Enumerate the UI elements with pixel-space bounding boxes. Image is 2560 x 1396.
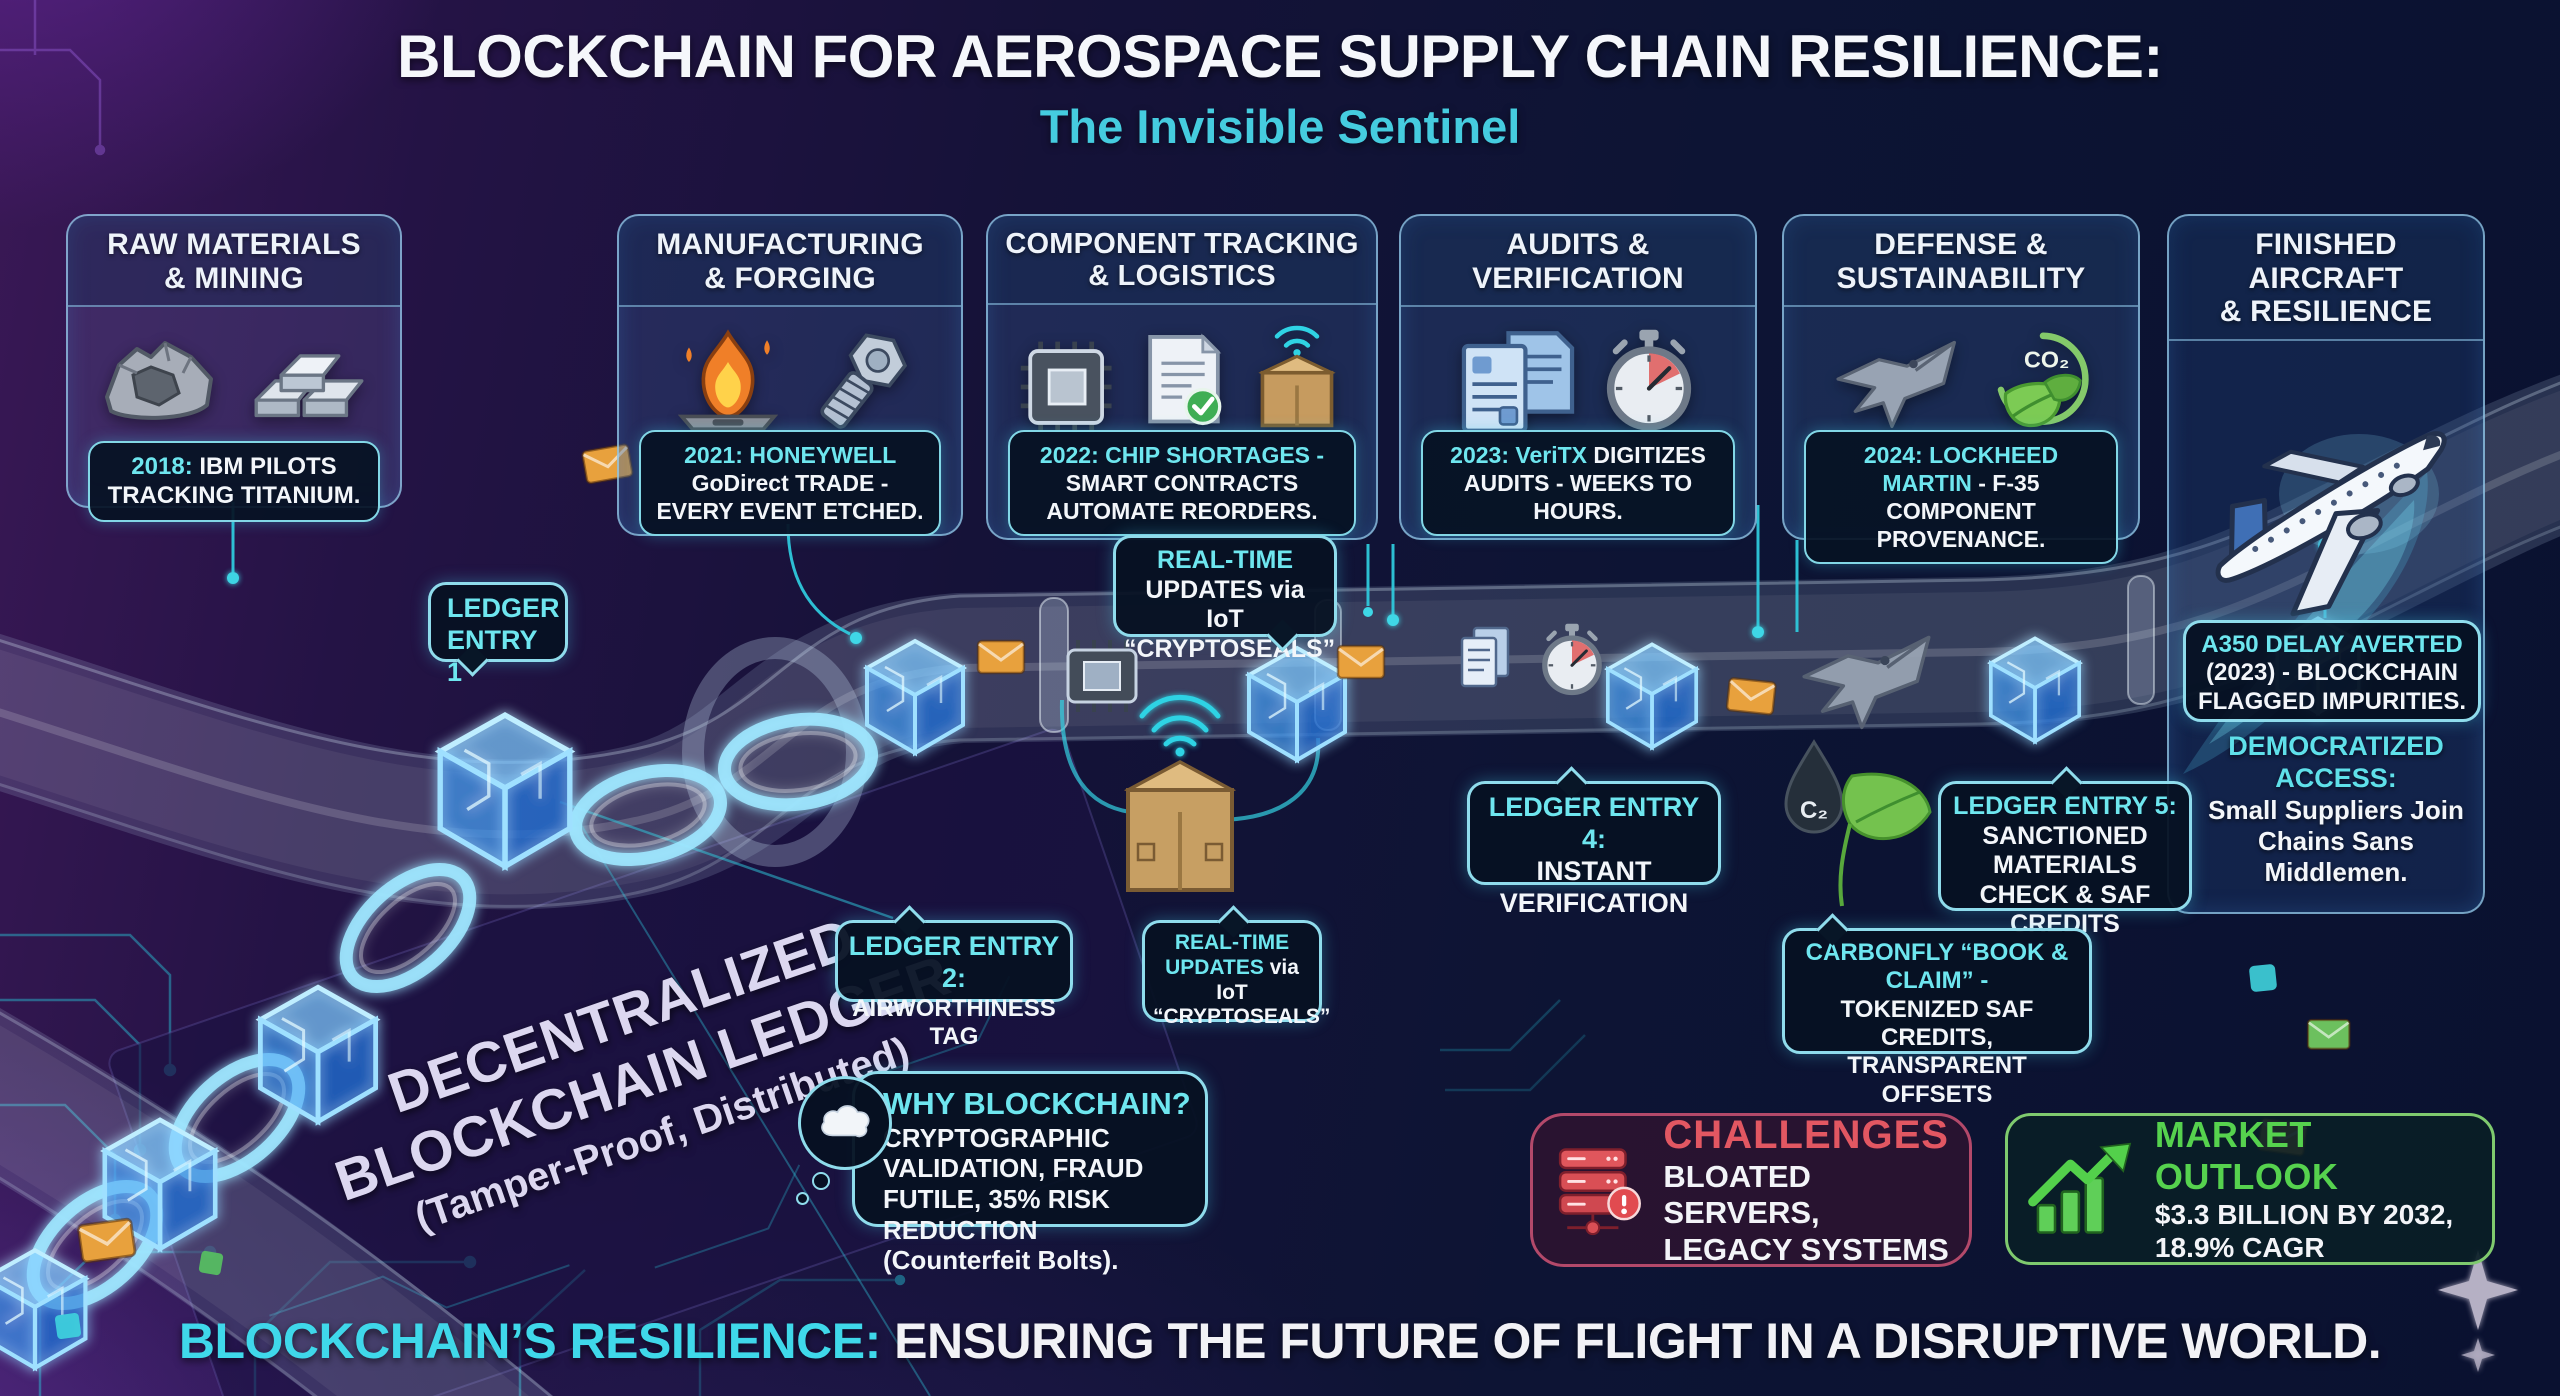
market-outlook-text: MARKET OUTLOOK $3.3 BILLION BY 2032, 18.… [2155, 1114, 2474, 1265]
stopwatch-icon [1601, 327, 1697, 435]
data-block-icon [2249, 964, 2277, 992]
stage-icons: CO₂ [1784, 327, 2138, 437]
c2-droplet-icon: C₂ [1784, 739, 1844, 834]
leaf-icon [1838, 772, 1932, 907]
thought-bubble-icon [798, 1076, 892, 1170]
bolt-icon [811, 327, 911, 437]
stage-panel-raw-materials: RAW MATERIALS& MINING 2018: IBM PILOTS T… [66, 214, 402, 522]
stage-panel-audits: AUDITS &VERIFICATION 2023: VeriTX DIGITI… [1399, 214, 1757, 540]
challenges-box: CHALLENGES BLOATED SERVERS, LEGACY SYSTE… [1530, 1113, 1972, 1267]
title-line2: The Invisible Sentinel [1039, 100, 1521, 153]
blockchain-cube-icon [1247, 646, 1347, 762]
stage-panel-manufacturing: MANUFACTURING& FORGING 2021: HONEYWELL G… [617, 214, 963, 537]
sparkle-icon [2438, 1250, 2518, 1372]
document-icon [1460, 626, 1510, 688]
fighter-jet-icon [1823, 333, 1963, 437]
envelope-icon [76, 1216, 138, 1265]
thought-bubble-dot [812, 1172, 830, 1190]
stage-icons [619, 327, 961, 437]
envelope-icon [976, 639, 1026, 675]
stage-title: AUDITS &VERIFICATION [1401, 216, 1755, 308]
ledger-entry-2-callout: LEDGER ENTRY 2: AIRWORTHINESS TAG [835, 905, 1073, 1050]
stage-icons [68, 327, 400, 427]
realtime-updates-callout-bottom: REAL-TIME UPDATES via IoT “CRYPTOSEALS” [1142, 905, 1330, 1028]
data-block-icon [54, 1312, 82, 1340]
realtime-updates-callout-top: REAL-TIME UPDATES via IoT “CRYPTOSEALS” [1113, 535, 1337, 663]
stage-panel-component-tracking: COMPONENT TRACKING& LOGISTICS 2022: CHIP… [986, 214, 1378, 540]
stage-title: COMPONENT TRACKING& LOGISTICS [988, 216, 1376, 305]
growth-chart-icon [2026, 1137, 2137, 1241]
ledger-entry-1-callout: LEDGER ENTRY 1 [428, 582, 568, 687]
envelope-icon [2306, 1018, 2351, 1051]
data-block-icon [198, 1250, 224, 1276]
stage-icons [988, 325, 1376, 435]
title-line1: BLOCKCHAIN FOR AEROSPACE SUPPLY CHAIN RE… [397, 23, 2163, 90]
envelope-icon [1725, 676, 1778, 717]
documents-icon [1459, 329, 1577, 435]
svg-text:CO₂: CO₂ [2024, 347, 2069, 373]
why-blockchain-callout: WHY BLOCKCHAIN? CRYPTOGRAPHIC VALIDATION… [852, 1071, 1208, 1275]
circuit-lines-purple [0, 0, 106, 156]
stage-callout: 2021: HONEYWELL GoDirect TRADE - EVERY E… [639, 430, 941, 537]
stage-callout: 2024: LOCKHEED MARTIN - F-35 COMPONENT P… [1804, 430, 2118, 565]
chip-icon [1017, 339, 1121, 435]
stage-callout: 2022: CHIP SHORTAGES - SMART CONTRACTS A… [1008, 430, 1356, 537]
stage-icons [1401, 327, 1755, 435]
a350-delay-callout: A350 DELAY AVERTED (2023) - BLOCKCHAIN F… [2183, 620, 2481, 722]
footer-tagline: BLOCKCHAIN’S RESILIENCE: ENSURING THE FU… [178, 1313, 2382, 1369]
svg-text:C₂: C₂ [1800, 797, 1828, 824]
challenges-text: CHALLENGES BLOATED SERVERS, LEGACY SYSTE… [1663, 1112, 1949, 1267]
ledger-entry-4-callout: LEDGER ENTRY 4: INSTANT VERIFICATION [1467, 766, 1721, 918]
stage-callout: 2018: IBM PILOTS TRACKING TITANIUM. [88, 441, 380, 522]
rock-icon [96, 327, 222, 427]
stage-panel-defense: DEFENSE &SUSTAINABILITY CO₂ 2024: LOCKHE… [1782, 214, 2140, 565]
challenges-title: CHALLENGES [1663, 1112, 1949, 1157]
stage-title: MANUFACTURING& FORGING [619, 216, 961, 308]
carbonfly-callout: CARBONFLY “BOOK & CLAIM” - TOKENIZED SAF… [1782, 913, 2092, 1108]
ingots-icon [246, 331, 372, 427]
market-outlook-title: MARKET OUTLOOK [2154, 1113, 2339, 1197]
page-title: BLOCKCHAIN FOR AEROSPACE SUPPLY CHAIN RE… [0, 22, 2560, 154]
wifi-icon [1139, 694, 1221, 757]
connector-lines [227, 502, 2332, 1396]
package-iot-icon [1247, 325, 1347, 435]
cardboard-box-icon [1123, 760, 1237, 892]
democratized-access-note: DEMOCRATIZED ACCESS: Small Suppliers Joi… [2208, 731, 2464, 888]
stage-callout: 2023: VeriTX DIGITIZES AUDITS - WEEKS TO… [1421, 430, 1735, 537]
thought-bubble-dot [796, 1192, 809, 1205]
stage-title: RAW MATERIALS& MINING [68, 216, 400, 308]
ledger-entry-5-callout: LEDGER ENTRY 5: SANCTIONED MATERIALS CHE… [1938, 766, 2192, 938]
stage-title: FINISHED AIRCRAFT& RESILIENCE [2169, 216, 2483, 341]
market-outlook-box: MARKET OUTLOOK $3.3 BILLION BY 2032, 18.… [2005, 1113, 2495, 1265]
stopwatch-icon [1545, 624, 1599, 693]
stage-title: DEFENSE &SUSTAINABILITY [1784, 216, 2138, 308]
co2-leaf-icon: CO₂ [1987, 327, 2099, 437]
forge-fire-icon [669, 327, 787, 437]
envelope-icon [1336, 644, 1386, 680]
server-alert-icon [1553, 1130, 1645, 1250]
smart-contract-icon [1137, 331, 1231, 435]
flow-artifacts [54, 442, 2351, 1340]
chip-icon [1066, 640, 1138, 712]
